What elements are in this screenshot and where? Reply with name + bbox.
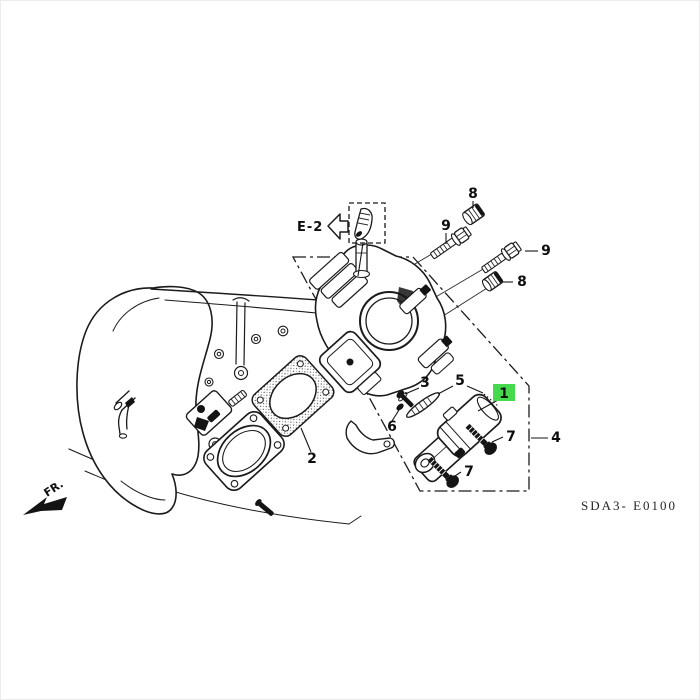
flange-bolt-upper (430, 226, 472, 260)
callout-7-upper: 7 (506, 429, 516, 445)
callout-3: 3 (420, 375, 430, 391)
e2-arrow-icon (327, 213, 349, 240)
vacuum-hose-elbow (113, 390, 136, 439)
actuator-bolt-upper (465, 423, 497, 455)
callout-6: 6 (387, 419, 397, 435)
callout-9-upper: 9 (441, 218, 451, 234)
callout-7-lower: 7 (464, 464, 474, 480)
e2-reference-group: E-2 (297, 202, 386, 277)
e2-label: E-2 (297, 220, 323, 235)
throttle-position-sensor (318, 330, 382, 396)
callout-9-lower: 9 (541, 243, 551, 259)
spacer-plate-drawing (203, 410, 285, 492)
sealing-nut-lower (481, 271, 504, 292)
bolt-hole-bosses (204, 325, 289, 387)
intake-manifold-drawing (76, 285, 346, 515)
e2-hose-part (354, 207, 373, 240)
throttle-body-gasket-drawing (251, 355, 335, 437)
screw-part-3 (396, 390, 414, 408)
callout-labels: 1 2 3 4 5 6 7 7 8 8 9 9 (307, 186, 561, 480)
flange-bolt-lower (481, 241, 522, 274)
sensor-bracket (185, 390, 233, 473)
purge-nipple (352, 238, 371, 279)
o-ring-part-6 (396, 403, 404, 411)
actuator-bolt-lower (427, 456, 459, 488)
callout-8-lower: 8 (517, 274, 527, 290)
callout-1: 1 (499, 386, 509, 402)
callout-8-upper: 8 (468, 186, 478, 202)
e2-detail-box (348, 202, 386, 244)
diagram-code: SDA3- E0100 (581, 498, 677, 513)
highlight-box-part-1 (493, 384, 515, 401)
throttle-body-drawing (309, 238, 454, 455)
sealing-nut-upper (462, 203, 485, 226)
callout-2: 2 (307, 451, 317, 467)
front-direction-group: FR. (23, 478, 67, 515)
front-arrow-icon (23, 497, 67, 515)
callout-5: 5 (455, 373, 465, 389)
callout-leaders (300, 201, 548, 479)
hose-fittings (399, 284, 454, 375)
throttle-lever (345, 420, 395, 455)
callout-4: 4 (551, 430, 561, 446)
front-label: FR. (42, 478, 66, 500)
